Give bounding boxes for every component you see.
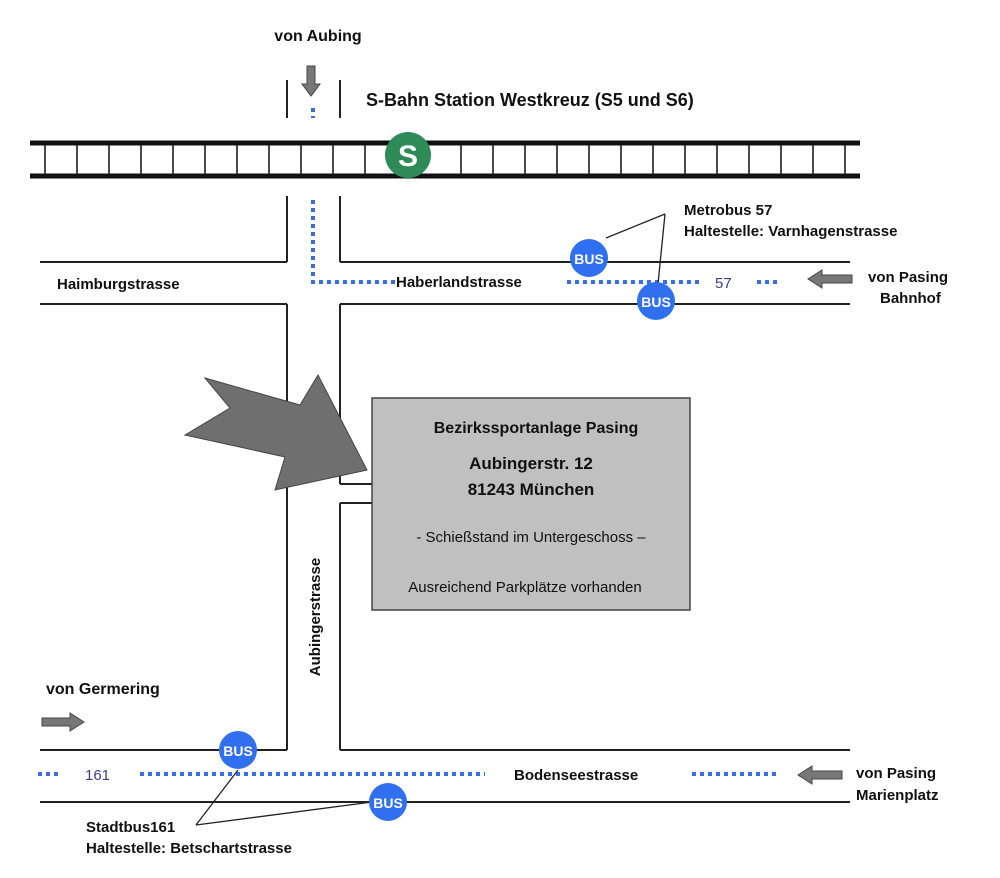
s-bahn-logo-icon: S — [385, 132, 431, 178]
venue-box: Bezirkssportanlage Pasing Aubingerstr. 1… — [371, 397, 691, 611]
label-stadtbus-stop: Haltestelle: Betschartstrasse — [86, 840, 292, 857]
svg-text:BUS: BUS — [641, 294, 671, 310]
label-metrobus-stop: Haltestelle: Varnhagenstrasse — [684, 223, 897, 240]
label-metrobus-line: Metrobus 57 — [684, 202, 772, 219]
label-from-germering: von Germering — [46, 681, 160, 698]
arrow-from-aubing-icon — [301, 65, 321, 97]
venue-parking: Ausreichend Parkplätze vorhanden — [408, 579, 641, 596]
bus-stop-161-north-icon: BUS — [219, 731, 257, 769]
bus-stop-57-north-icon: BUS — [570, 239, 608, 277]
svg-text:BUS: BUS — [223, 743, 253, 759]
svg-text:S: S — [398, 140, 418, 173]
label-route-161: 161 — [85, 767, 110, 784]
svg-text:BUS: BUS — [574, 251, 604, 267]
stadtbus-callout-lines — [195, 769, 373, 826]
label-from-pasing-marienplatz-2: Marienplatz — [856, 787, 939, 804]
venue-city: 81243 München — [468, 480, 595, 499]
bus-route-57 — [311, 108, 780, 284]
label-station: S-Bahn Station Westkreuz (S5 und S6) — [366, 90, 694, 110]
label-haimburgstrasse: Haimburgstrasse — [57, 276, 180, 293]
label-haberlandstrasse: Haberlandstrasse — [396, 274, 522, 291]
label-stadtbus-line: Stadtbus161 — [86, 819, 175, 836]
label-from-pasing-bahnhof-2: Bahnhof — [880, 290, 942, 307]
railway-track — [30, 140, 860, 179]
venue-note: - Schießstand im Untergeschoss – — [416, 529, 646, 546]
label-from-aubing: von Aubing — [274, 28, 361, 45]
label-from-pasing-bahnhof-1: von Pasing — [868, 269, 948, 286]
label-route-57: 57 — [715, 275, 732, 292]
venue-pointer-arrow-icon — [183, 373, 368, 491]
bus-stop-57-south-icon: BUS — [637, 282, 675, 320]
venue-name: Bezirkssportanlage Pasing — [434, 420, 639, 437]
label-from-pasing-marienplatz-1: von Pasing — [856, 765, 936, 782]
venue-street: Aubingerstr. 12 — [469, 454, 593, 473]
svg-text:BUS: BUS — [373, 795, 403, 811]
arrow-from-pasing-bahnhof-icon — [807, 269, 853, 289]
bus-stop-161-south-icon: BUS — [369, 783, 407, 821]
arrow-from-pasing-marienplatz-icon — [797, 765, 843, 785]
metrobus-callout-lines — [605, 213, 666, 285]
arrow-from-germering-icon — [41, 712, 85, 732]
label-bodenseestrasse: Bodenseestrasse — [514, 767, 638, 784]
label-aubingerstrasse: Aubingerstrasse — [307, 558, 324, 676]
